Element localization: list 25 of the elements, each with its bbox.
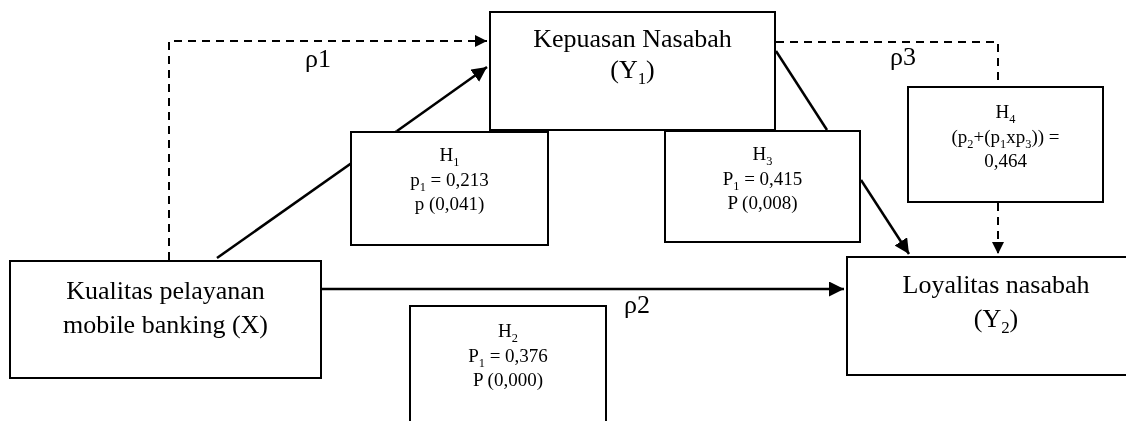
box-text: H$_{1}$: [439, 143, 460, 168]
hypothesis-box: [664, 130, 861, 243]
box-text: P (0,000): [473, 368, 543, 393]
variable-box: [489, 11, 776, 131]
box-text: H$_{4}$: [995, 100, 1016, 125]
box-text: p$_{1}$ = 0,213: [410, 167, 489, 193]
box-text: Kualitas pelayanan mobile banking (X): [61, 275, 270, 341]
box-text: H$_{2}$: [498, 319, 518, 344]
arrow: [168, 35, 488, 261]
variable-box: [846, 256, 1126, 376]
hypothesis-box: [409, 305, 607, 421]
box-text: (p$_{2}$+(p$_{1}$xp$_{3}$)) = 0,464: [950, 124, 1061, 174]
hypothesis-box: [907, 86, 1104, 203]
box-text: Loyalitas nasabah (Y$_{2}$): [901, 269, 1091, 336]
box-text: p (0,041): [414, 192, 485, 217]
box-text: P (0,008): [727, 191, 798, 216]
hypothesis-box: [350, 131, 549, 246]
arrow: [322, 281, 844, 297]
box-text: P$_{1}$ = 0,415: [722, 166, 803, 192]
arrow: [396, 66, 488, 132]
arrow: [992, 202, 1004, 255]
variable-box: [9, 260, 322, 379]
box-text: Kepuasan Nasabah (Y$_{1}$): [532, 23, 733, 86]
box-text: P$_{1}$ = 0,376: [468, 343, 548, 369]
box-text: H$_{3}$: [752, 142, 773, 167]
